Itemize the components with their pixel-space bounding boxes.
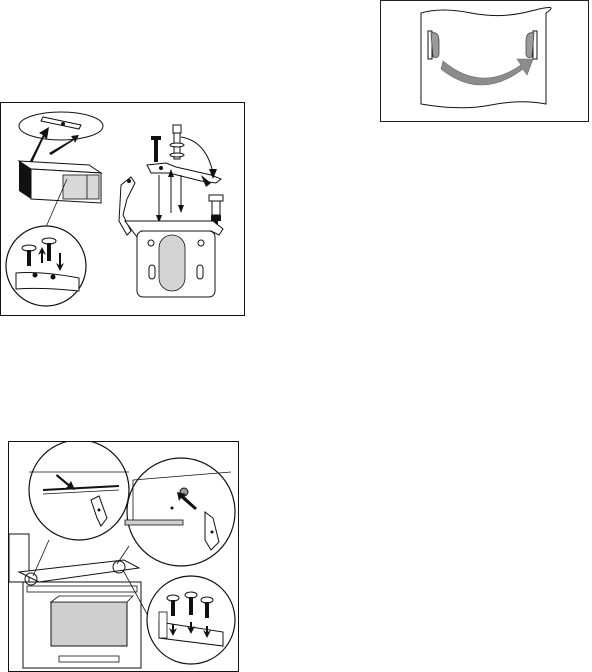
- door-panel: [421, 7, 551, 107]
- door-reversal-illustration: [381, 1, 588, 121]
- pin-callout-oval: [19, 112, 103, 140]
- zoom-callout-right: [117, 458, 235, 566]
- cabinet-mounting-illustration: [9, 442, 237, 670]
- cabinet-mounting-figure: [8, 441, 239, 672]
- hinge-transfer-illustration: [1, 103, 243, 314]
- hinge-cover-box: [19, 161, 101, 203]
- left-hinge-icon: [428, 31, 439, 59]
- zoom-callout-left: [29, 442, 129, 576]
- hinge-assembly: [119, 125, 223, 297]
- right-hinge-icon: [526, 31, 537, 59]
- door-reversal-figure: [380, 0, 589, 122]
- screws-callout: [6, 226, 86, 306]
- hinge-transfer-figure: [0, 102, 245, 316]
- cabinet: [9, 534, 141, 668]
